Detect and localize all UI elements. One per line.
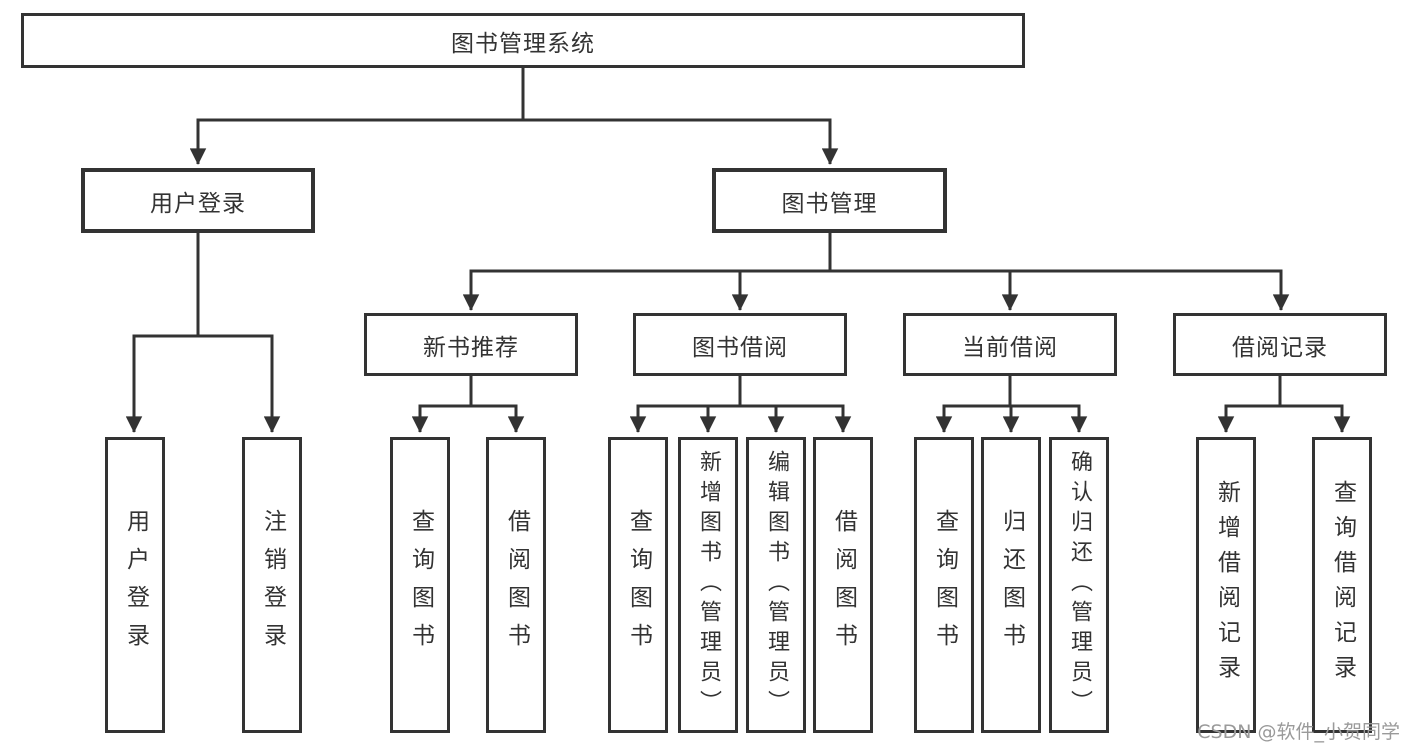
node-new-book-recommend-label: 新书推荐 <box>423 334 519 361</box>
leaf-query-books-recommend: 查询图书 <box>390 437 450 733</box>
leaf-borrow-books-label: 借阅图书 <box>830 509 857 661</box>
leaf-query-borrow-record-label: 查询借阅记录 <box>1329 480 1356 690</box>
leaf-borrow-books-recommend-label: 借阅图书 <box>503 509 530 661</box>
leaf-query-books-recommend-label: 查询图书 <box>407 509 434 661</box>
leaf-query-borrow-record: 查询借阅记录 <box>1312 437 1372 733</box>
node-book-borrowing-label: 图书借阅 <box>692 334 788 361</box>
leaf-confirm-return-admin-label: 确认归还（管理员） <box>1067 450 1092 720</box>
leaf-query-books-current: 查询图书 <box>914 437 974 733</box>
leaf-confirm-return-admin: 确认归还（管理员） <box>1049 437 1109 733</box>
leaf-query-books-borrowing: 查询图书 <box>608 437 668 733</box>
leaf-return-books-label: 归还图书 <box>998 509 1025 661</box>
node-user-login: 用户登录 <box>81 168 315 233</box>
node-book-management-label: 图书管理 <box>781 190 878 217</box>
csdn-watermark: CSDN @软件_小贺同学 <box>1197 721 1400 743</box>
leaf-borrow-books: 借阅图书 <box>813 437 873 733</box>
node-new-book-recommend: 新书推荐 <box>364 313 578 376</box>
leaf-add-books-admin: 新增图书（管理员） <box>678 437 738 733</box>
leaf-query-books-current-label: 查询图书 <box>931 509 958 661</box>
leaf-borrow-books-recommend: 借阅图书 <box>486 437 546 733</box>
leaf-query-books-borrowing-label: 查询图书 <box>625 509 652 661</box>
leaf-edit-books-admin-label: 编辑图书（管理员） <box>764 450 789 720</box>
leaf-add-books-admin-label: 新增图书（管理员） <box>696 450 721 720</box>
node-current-borrowing-label: 当前借阅 <box>962 334 1058 361</box>
leaf-user-login: 用户登录 <box>105 437 165 733</box>
leaf-user-login-label: 用户登录 <box>122 509 149 661</box>
leaf-add-borrow-record: 新增借阅记录 <box>1196 437 1256 733</box>
leaf-add-borrow-record-label: 新增借阅记录 <box>1213 480 1240 690</box>
node-root-label: 图书管理系统 <box>451 30 595 57</box>
leaf-logout-label: 注销登录 <box>259 509 286 661</box>
node-user-login-label: 用户登录 <box>150 190 246 217</box>
leaf-edit-books-admin: 编辑图书（管理员） <box>746 437 806 733</box>
leaf-logout: 注销登录 <box>242 437 302 733</box>
node-current-borrowing: 当前借阅 <box>903 313 1117 376</box>
node-book-management: 图书管理 <box>712 168 947 233</box>
node-book-borrowing: 图书借阅 <box>633 313 847 376</box>
leaf-return-books: 归还图书 <box>981 437 1041 733</box>
node-borrowing-records: 借阅记录 <box>1173 313 1387 376</box>
node-root-system: 图书管理系统 <box>21 13 1025 68</box>
node-borrowing-records-label: 借阅记录 <box>1232 334 1328 361</box>
